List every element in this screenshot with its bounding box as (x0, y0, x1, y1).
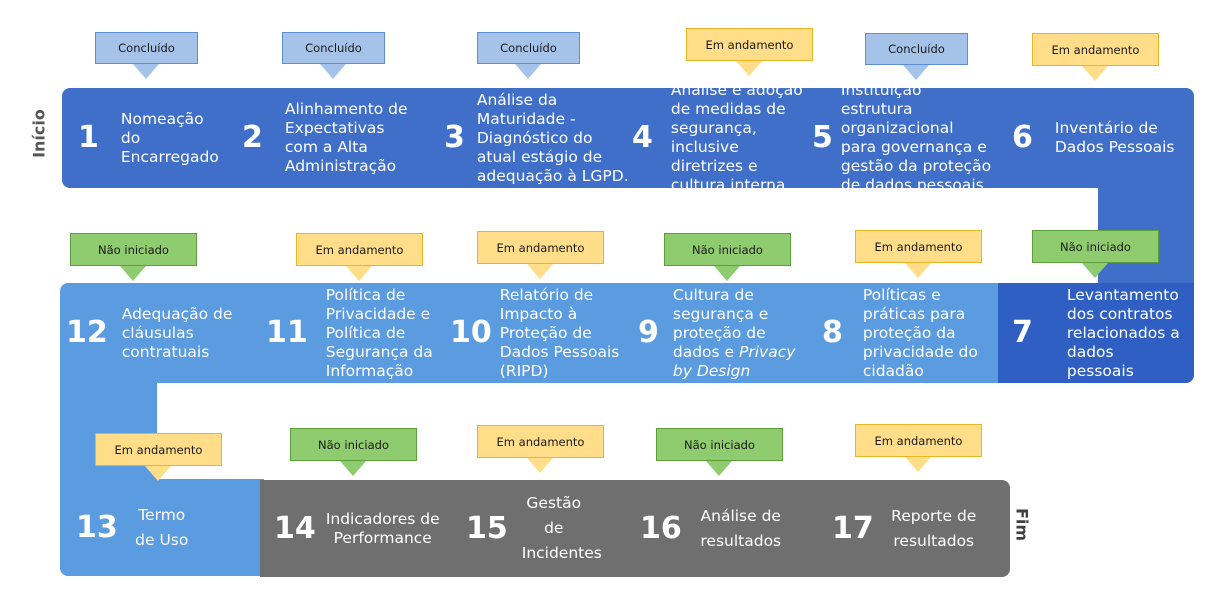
step-1: 1 Nomeação do Encarregado (78, 88, 228, 188)
status-arrow-step-16 (706, 461, 732, 476)
step-title: Políticas e práticas para proteção da pr… (862, 285, 978, 380)
step-9: 9 Cultura de segurança e proteção de dad… (638, 283, 828, 383)
step-number: 7 (1012, 315, 1033, 350)
status-arrow-step-11 (346, 266, 372, 281)
status-badge-step-11: Em andamento (296, 233, 423, 266)
step-7: 7 Levantamento dos contratos relacionado… (1012, 283, 1192, 383)
step-title-text: Cultura de segurança e proteção de dados… (672, 285, 769, 361)
status-arrow-step-10 (527, 264, 553, 279)
step-title: Instituição estrutura organizacional par… (840, 81, 992, 194)
status-badge-step-10: Em andamento (477, 231, 604, 264)
status-arrow-step-7 (1082, 263, 1108, 278)
status-arrow-step-14 (340, 461, 366, 476)
step-number: 12 (66, 315, 108, 350)
step-2: 2 Alinhamento de Expectativas com a Alta… (242, 88, 432, 188)
status-badge-step-8: Em andamento (855, 230, 982, 263)
step-number: 4 (632, 120, 653, 155)
status-badge-step-3: Concluído (477, 32, 580, 64)
status-arrow-step-1 (133, 64, 159, 79)
step-11: 11 Política de Privacidade e Política de… (266, 283, 456, 383)
step-title: Adequação de cláusulas contratuais (121, 304, 233, 361)
step-14: 14 Indicadores de Performance (274, 480, 444, 577)
step-number: 17 (832, 510, 874, 546)
step-10: 10 Relatório de Impacto à Proteção de Da… (450, 283, 650, 383)
step-12: 12 Adequação de cláusulas contratuais (66, 283, 256, 383)
step-16: 16 Análise de resultados (640, 480, 800, 577)
status-arrow-step-4 (736, 61, 762, 76)
step-number: 2 (242, 120, 263, 155)
step-8: 8 Políticas e práticas para proteção da … (822, 283, 992, 383)
step-title-italic: Privacy by Design (672, 342, 796, 380)
step-title: Análise de resultados (700, 506, 782, 550)
step-title: Relatório de Impacto à Proteção de Dados… (499, 285, 620, 380)
status-arrow-step-2 (320, 64, 346, 79)
start-label: Início (29, 109, 49, 158)
step-number: 15 (466, 510, 508, 546)
step-title: Indicadores de Performance (325, 509, 440, 547)
step-number: 1 (78, 120, 99, 155)
status-badge-step-9: Não iniciado (664, 233, 791, 266)
step-title: Nomeação do Encarregado (120, 109, 219, 166)
step-number: 16 (640, 510, 682, 546)
status-arrow-step-3 (515, 64, 541, 79)
status-badge-step-14: Não iniciado (290, 428, 417, 461)
status-badge-step-6: Em andamento (1032, 33, 1159, 66)
step-title: Levantamento dos contratos relacionados … (1066, 285, 1180, 380)
status-badge-step-4: Em andamento (686, 28, 813, 61)
step-title: Alinhamento de Expectativas com a Alta A… (284, 100, 408, 175)
step-number: 9 (638, 315, 659, 350)
step-13: 13 Termo de Uso (76, 479, 256, 576)
status-badge-step-12: Não iniciado (70, 233, 197, 266)
status-badge-step-17: Em andamento (855, 424, 982, 457)
status-badge-step-7: Não iniciado (1032, 230, 1159, 263)
status-badge-step-16: Não iniciado (656, 428, 783, 461)
step-title: Política de Privacidade e Política de Se… (325, 285, 433, 380)
step-number: 3 (444, 120, 465, 155)
status-arrow-step-12 (120, 266, 146, 281)
status-badge-step-5: Concluído (865, 33, 968, 65)
status-arrow-step-15 (527, 458, 553, 473)
step-title: Inventário de Dados Pessoais (1054, 119, 1175, 156)
status-badge-step-13: Em andamento (95, 433, 222, 466)
step-title: Cultura de segurança e proteção de dados… (673, 286, 797, 381)
row1-band (62, 88, 1194, 188)
step-4: 4 Análise e adoção de medidas de seguran… (632, 81, 822, 194)
step-5: 5 Instituição estrutura organizacional p… (812, 81, 992, 194)
row2-band-light (60, 283, 1000, 383)
step-title: Análise da Maturidade - Diagnóstico do a… (476, 90, 629, 185)
step-15: 15 Gestão de Incidentes (466, 480, 616, 577)
row2-band-dark (998, 283, 1194, 383)
step-number: 14 (274, 510, 316, 546)
status-arrow-step-13 (145, 466, 171, 481)
status-badge-step-15: Em andamento (477, 425, 604, 458)
row3-band-blue (60, 479, 264, 576)
step-number: 11 (266, 315, 308, 350)
status-badge-step-1: Concluído (95, 32, 198, 64)
step-number: 5 (812, 120, 833, 155)
step-number: 10 (450, 315, 492, 350)
status-arrow-step-6 (1082, 66, 1108, 81)
end-label: Fim (1012, 507, 1032, 542)
step-number: 8 (822, 315, 843, 350)
row3-band-gray (260, 480, 1010, 577)
step-3: 3 Análise da Maturidade - Diagnóstico do… (444, 88, 644, 188)
status-arrow-step-9 (714, 266, 740, 281)
step-title: Gestão de Incidentes (521, 494, 602, 562)
status-arrow-step-5 (903, 65, 929, 80)
step-title: Termo de Uso (135, 505, 189, 549)
step-17: 17 Reporte de resultados (832, 480, 992, 577)
status-badge-step-2: Concluído (282, 32, 385, 64)
step-6: 6 Inventário de Dados Pessoais (1012, 88, 1182, 188)
step-number: 6 (1012, 120, 1033, 155)
status-arrow-step-17 (905, 457, 931, 472)
step-title: Análise e adoção de medidas de segurança… (670, 81, 803, 194)
step-title: Reporte de resultados (891, 506, 977, 550)
step-number: 13 (76, 509, 118, 545)
status-arrow-step-8 (905, 263, 931, 278)
